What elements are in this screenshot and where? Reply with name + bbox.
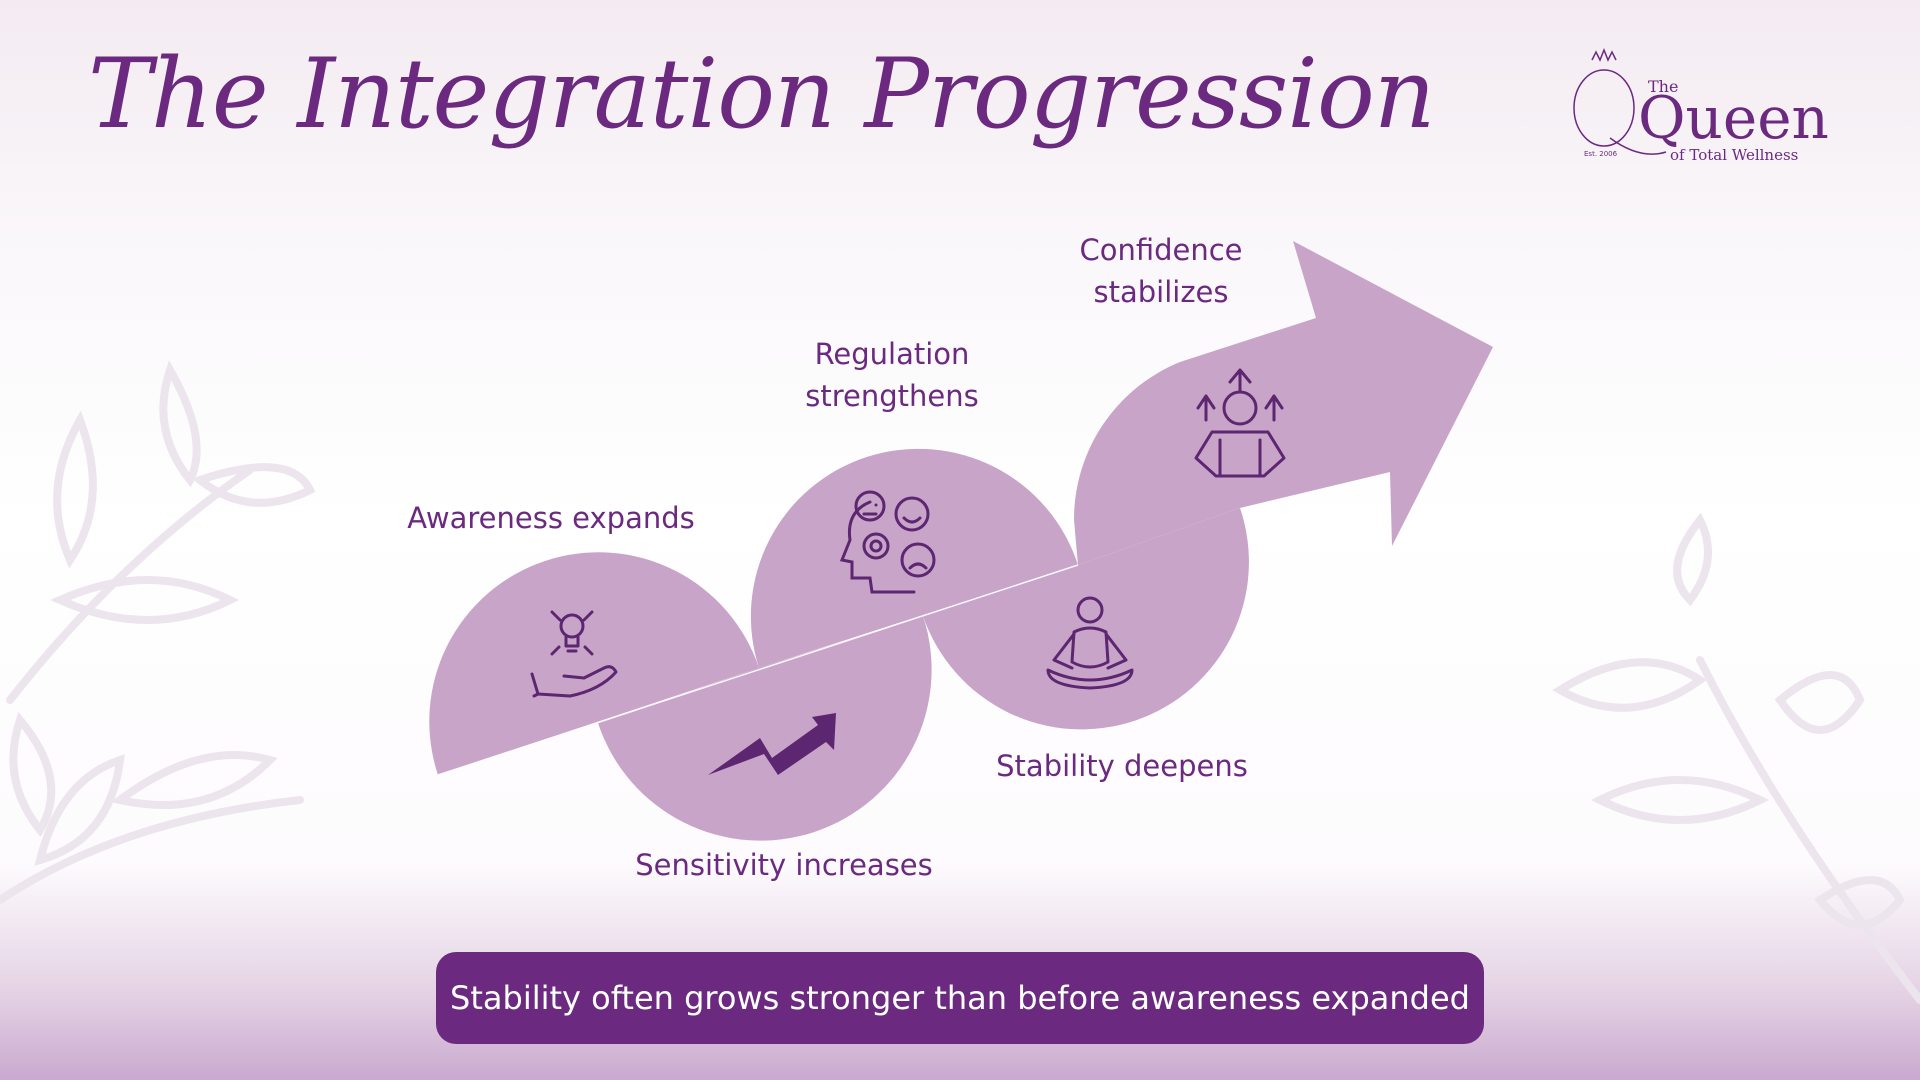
stage-label-confidence: Confidence stabilizes bbox=[1040, 229, 1282, 313]
stage-label-awareness: Awareness expands bbox=[380, 497, 722, 539]
stage-label-regulation: Regulation strengthens bbox=[766, 333, 1018, 417]
stage-label-stability: Stability deepens bbox=[976, 745, 1268, 787]
summary-banner: Stability often grows stronger than befo… bbox=[436, 952, 1484, 1044]
stage-label-sensitivity: Sensitivity increases bbox=[612, 844, 956, 886]
